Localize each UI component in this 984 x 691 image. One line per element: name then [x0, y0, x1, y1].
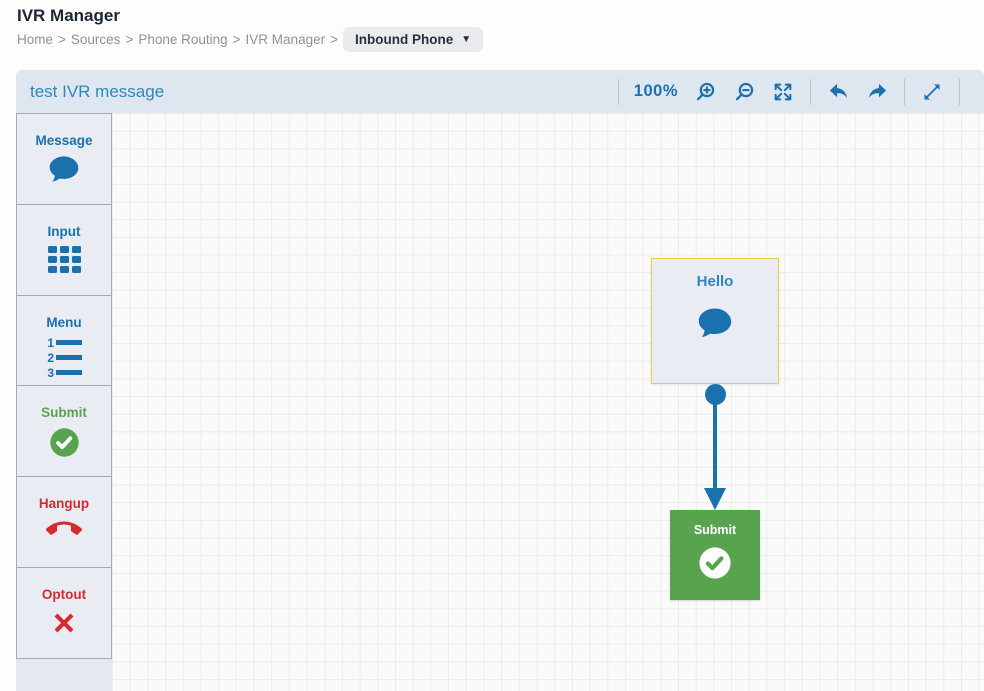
toolbar-divider: [959, 78, 960, 105]
undo-icon: [827, 80, 850, 103]
zoom-out-button[interactable]: [732, 80, 756, 104]
flow-canvas[interactable]: Hello Submit: [112, 113, 984, 691]
palette-item-optout[interactable]: Optout: [16, 566, 112, 659]
node-label: Submit: [693, 523, 737, 537]
toolbar-divider: [617, 78, 619, 105]
undo-button[interactable]: [826, 80, 850, 104]
flow-title: test IVR message: [30, 81, 165, 101]
breadcrumb-separator: >: [58, 31, 66, 47]
breadcrumb-separator: >: [125, 31, 134, 47]
inbound-phone-dropdown-label: Inbound Phone: [354, 31, 454, 47]
speech-bubble-icon: [695, 290, 735, 346]
edge-arrowhead-icon: [704, 488, 726, 510]
check-circle-icon: [49, 427, 80, 463]
toolbar-divider: [904, 78, 905, 105]
breadcrumb-item-ivr-manager[interactable]: IVR Manager: [245, 31, 326, 47]
palette-item-label: Submit: [41, 405, 87, 421]
palette-item-label: Hangup: [38, 496, 90, 512]
zoom-level-indicator: 100%: [633, 82, 678, 100]
palette-item-label: Input: [47, 223, 81, 239]
toolbar-divider: [810, 78, 811, 105]
cross-icon: [50, 609, 78, 642]
breadcrumb-item-phone-routing[interactable]: Phone Routing: [138, 31, 228, 47]
palette-item-label: Optout: [41, 586, 87, 602]
hangup-phone-icon: [46, 518, 82, 545]
node-palette: Message Input Menu 1 2 3 Su: [16, 113, 112, 691]
zoom-out-icon: [733, 80, 756, 103]
flow-header: test IVR message 100%: [16, 70, 984, 113]
node-label: Hello: [696, 273, 734, 290]
palette-item-label: Message: [35, 133, 93, 148]
breadcrumb-separator: >: [232, 31, 241, 47]
redo-icon: [866, 80, 889, 103]
menu-digit: 3: [47, 365, 54, 380]
palette-item-message[interactable]: Message: [16, 113, 112, 205]
palette-item-label: Menu: [46, 314, 82, 330]
inbound-phone-dropdown[interactable]: Inbound Phone ▼: [342, 26, 484, 52]
fullscreen-icon: [922, 82, 942, 102]
numbered-list-icon: 1 2 3: [46, 337, 82, 379]
palette-item-menu[interactable]: Menu 1 2 3: [16, 294, 112, 387]
edge-source-handle[interactable]: [705, 384, 726, 405]
breadcrumb-item-home[interactable]: Home: [17, 31, 54, 47]
redo-button[interactable]: [865, 80, 889, 104]
flow-node-submit[interactable]: Submit: [670, 510, 760, 600]
breadcrumb-separator: >: [330, 31, 338, 47]
breadcrumb-item-sources[interactable]: Sources: [70, 31, 121, 47]
palette-item-hangup[interactable]: Hangup: [16, 476, 112, 568]
fullscreen-button[interactable]: [920, 80, 944, 104]
chevron-down-icon: ▼: [461, 33, 472, 45]
breadcrumb: Home > Sources > Phone Routing > IVR Man…: [17, 25, 484, 53]
menu-digit: 2: [47, 350, 54, 365]
edge-connector-line: [713, 403, 717, 490]
palette-item-submit[interactable]: Submit: [16, 385, 112, 478]
fit-to-screen-button[interactable]: [771, 80, 795, 104]
palette-item-input[interactable]: Input: [16, 203, 112, 296]
menu-digit: 1: [47, 335, 54, 350]
page-title: IVR Manager: [17, 6, 120, 25]
canvas-toolbar: 100%: [617, 78, 984, 105]
flow-node-hello[interactable]: Hello: [651, 258, 779, 384]
ivr-flow-designer: test IVR message 100%: [16, 70, 984, 691]
zoom-in-icon: [694, 80, 717, 103]
speech-bubble-icon: [47, 155, 81, 190]
zoom-in-button[interactable]: [693, 80, 717, 104]
keypad-grid-icon: [47, 245, 81, 273]
fit-to-screen-icon: [772, 81, 794, 103]
check-circle-icon: [698, 537, 732, 585]
